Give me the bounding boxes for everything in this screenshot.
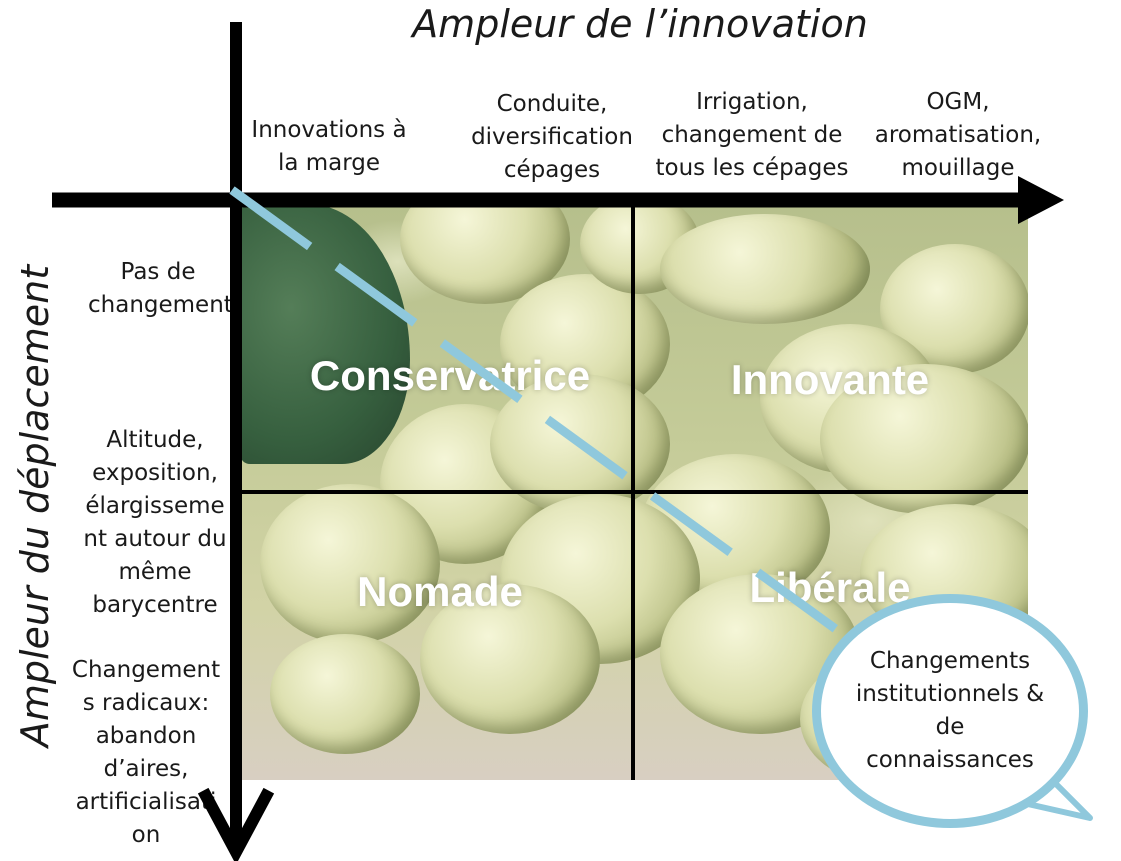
quadrant-horizontal-divider (240, 490, 1028, 494)
dashed-diagonal-line (229, 186, 873, 658)
x-axis-title: Ampleur de l’innovation (412, 2, 868, 46)
callout-bubble: Changements institutionnels & de connais… (812, 594, 1088, 828)
quadrant-top-right-label: Innovante (730, 356, 930, 403)
column-label-4: OGM,aromatisation,mouillage (874, 89, 1042, 181)
y-axis-arrowhead (197, 787, 275, 861)
x-axis-arrowhead (1018, 176, 1064, 224)
quadrant-grid: Conservatrice Innovante Nomade Libérale (240, 204, 1028, 780)
callout-text: Changements institutionnels & de connais… (855, 648, 1045, 773)
quadrant-bottom-left-label: Nomade (357, 568, 523, 615)
quadrant-top-left-label: Conservatrice (309, 352, 591, 399)
